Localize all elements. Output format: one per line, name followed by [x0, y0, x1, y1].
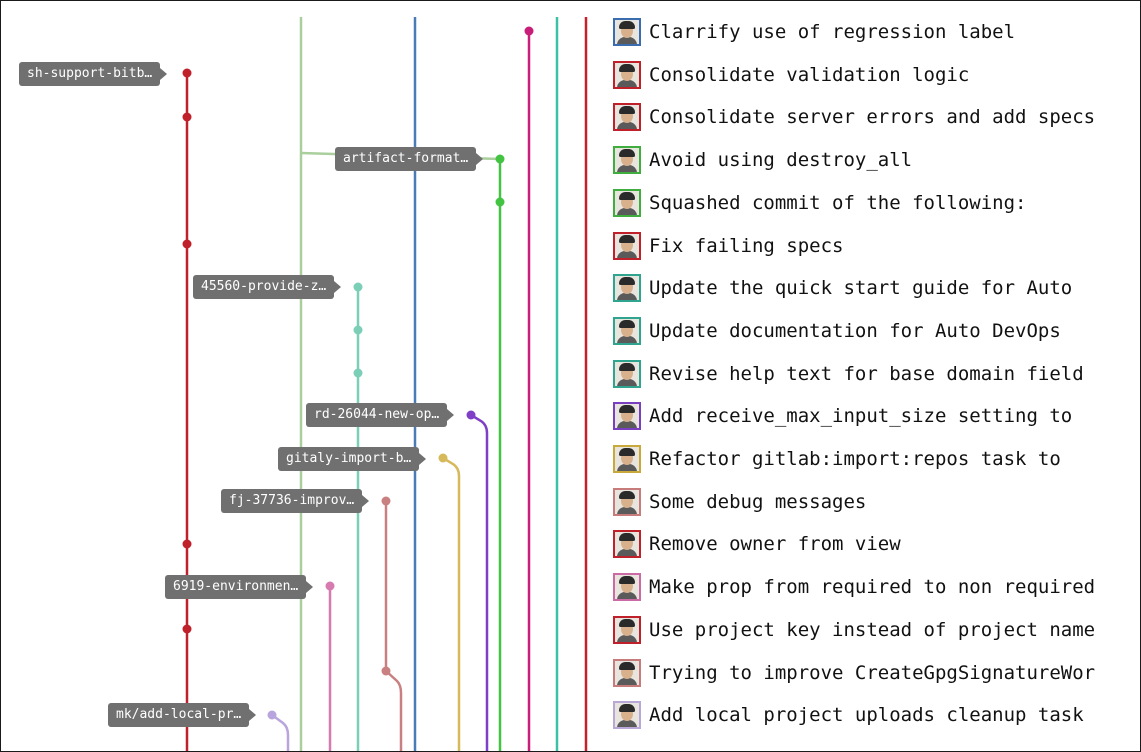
commit-row[interactable]: Squashed commit of the following:	[613, 188, 1027, 218]
commit-dot[interactable]	[182, 68, 192, 78]
commit-dot[interactable]	[182, 624, 192, 634]
commit-message[interactable]: Squashed commit of the following:	[649, 191, 1027, 214]
author-avatar-icon	[613, 146, 641, 175]
branch-curve	[385, 670, 403, 751]
branch-label[interactable]: artifact-format…	[335, 147, 484, 171]
commit-row[interactable]: Consolidate server errors and add specs	[613, 102, 1095, 132]
commit-row[interactable]: Add receive_max_input_size setting to	[613, 401, 1072, 431]
commit-message[interactable]: Clarrify use of regression label	[649, 21, 1016, 43]
commit-row[interactable]: Revise help text for base domain field	[613, 359, 1084, 389]
author-avatar-icon	[613, 615, 641, 644]
commit-dot[interactable]	[325, 581, 335, 591]
author-avatar-icon	[613, 231, 641, 260]
commit-message[interactable]: Add local project uploads cleanup task	[649, 704, 1084, 727]
commit-dot[interactable]	[353, 368, 363, 378]
branch-label[interactable]: 45560-provide-z…	[193, 275, 342, 299]
commit-row[interactable]: Fix failing specs	[613, 231, 843, 261]
author-avatar-icon	[613, 316, 641, 345]
branch-label[interactable]: sh-support-bitb…	[19, 62, 168, 86]
commit-row[interactable]: Update documentation for Auto DevOps	[613, 316, 1061, 346]
branch-label[interactable]: mk/add-local-pr…	[108, 703, 257, 727]
branch-label[interactable]: fj-37736-improv…	[221, 489, 370, 513]
author-avatar-icon	[613, 402, 641, 431]
commit-row[interactable]: Avoid using destroy_all	[613, 145, 912, 175]
commit-dot[interactable]	[353, 282, 363, 292]
commit-message[interactable]: Refactor gitlab:import:repos task to	[649, 448, 1061, 470]
commit-dot[interactable]	[466, 410, 476, 420]
commit-row[interactable]: Refactor gitlab:import:repos task to	[613, 444, 1061, 474]
commit-message[interactable]: Update documentation for Auto DevOps	[649, 319, 1061, 342]
commit-message[interactable]: Consolidate server errors and add specs	[649, 106, 1096, 129]
commit-message[interactable]: Make prop from required to non required	[649, 576, 1096, 599]
commit-dot[interactable]	[524, 26, 534, 36]
commit-row[interactable]: Remove owner from view	[613, 529, 901, 559]
commit-row[interactable]: Use project key instead of project name	[613, 615, 1095, 645]
commit-dot[interactable]	[381, 496, 391, 506]
author-avatar-icon	[613, 487, 641, 516]
author-avatar-icon	[613, 573, 641, 602]
commit-message[interactable]: Fix failing specs	[649, 234, 844, 257]
author-avatar-icon	[613, 359, 641, 388]
commit-message[interactable]: Add receive_max_input_size setting to	[649, 405, 1073, 428]
commit-row[interactable]: Clarrify use of regression label	[613, 17, 1015, 47]
commit-dot[interactable]	[267, 710, 277, 720]
commit-message[interactable]: Consolidate validation logic	[649, 63, 970, 86]
commit-row[interactable]: Update the quick start guide for Auto	[613, 273, 1072, 303]
commit-row[interactable]: Consolidate validation logic	[613, 60, 969, 90]
author-avatar-icon	[613, 188, 641, 217]
author-avatar-icon	[613, 18, 641, 46]
author-avatar-icon	[613, 658, 641, 687]
branch-label[interactable]: gitaly-import-b…	[278, 447, 427, 471]
branch-label[interactable]: rd-26044-new-op…	[306, 403, 455, 427]
commit-dot[interactable]	[438, 453, 448, 463]
author-avatar-icon	[613, 530, 641, 559]
commit-row[interactable]: Trying to improve CreateGpgSignatureWor	[613, 658, 1095, 688]
author-avatar-icon	[613, 103, 641, 132]
author-avatar-icon	[613, 701, 641, 730]
commit-message[interactable]: Remove owner from view	[649, 533, 901, 556]
commit-dot[interactable]	[182, 239, 192, 249]
commit-row[interactable]: Some debug messages	[613, 487, 866, 517]
branch-curve	[470, 413, 489, 751]
commit-dot[interactable]	[353, 325, 363, 335]
commit-message[interactable]: Use project key instead of project name	[649, 618, 1096, 641]
branch-curve	[271, 713, 290, 751]
commit-row[interactable]: Add local project uploads cleanup task	[613, 700, 1084, 730]
branch-curve	[442, 456, 461, 751]
commit-dot[interactable]	[495, 197, 505, 207]
commit-message[interactable]: Update the quick start guide for Auto	[649, 277, 1073, 300]
commit-message[interactable]: Trying to improve CreateGpgSignatureWor	[649, 661, 1096, 684]
branch-label[interactable]: 6919-environmen…	[165, 575, 314, 599]
author-avatar-icon	[613, 60, 641, 89]
author-avatar-icon	[613, 445, 641, 473]
commit-message[interactable]: Revise help text for base domain field	[649, 362, 1084, 385]
author-avatar-icon	[613, 274, 641, 303]
commit-dot[interactable]	[182, 539, 192, 549]
commit-message[interactable]: Avoid using destroy_all	[649, 149, 913, 172]
commit-row[interactable]: Make prop from required to non required	[613, 572, 1095, 602]
commit-message[interactable]: Some debug messages	[649, 490, 867, 513]
commit-dot[interactable]	[495, 154, 505, 164]
commit-dot[interactable]	[381, 666, 391, 676]
commit-dot[interactable]	[182, 112, 192, 122]
